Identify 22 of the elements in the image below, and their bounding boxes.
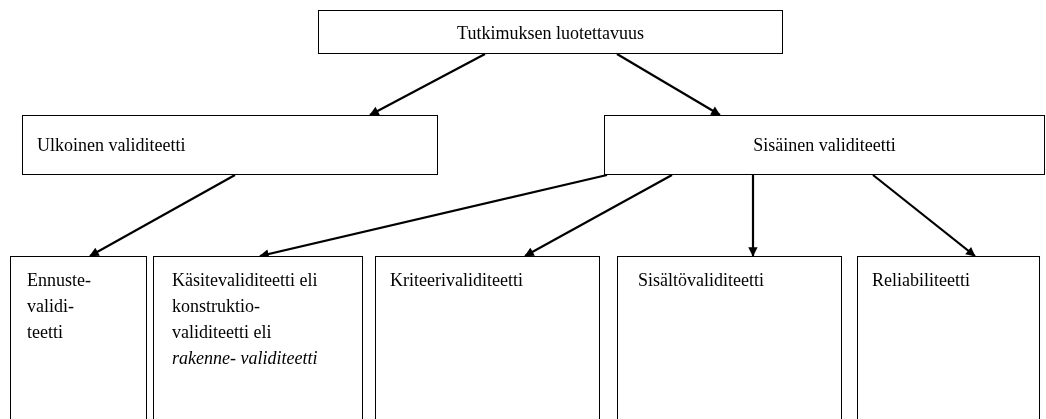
box-label: Tutkimuksen luotettavuus <box>456 22 645 45</box>
box-label: Ulkoinen validiteetti <box>37 134 187 157</box>
concept-box <box>22 115 438 175</box>
concept-box <box>857 256 1040 419</box>
arrow <box>616 53 721 116</box>
concept-box <box>10 256 147 419</box>
concept-box <box>318 10 783 54</box>
box-label: Ennuste- validi- teetti <box>27 269 92 345</box>
box-label: Kriteerivaliditeetti <box>390 269 524 292</box>
arrow <box>872 174 976 257</box>
box-label: Reliabiliteetti <box>872 269 971 292</box>
concept-box <box>604 115 1045 175</box>
arrow <box>748 175 758 257</box>
arrow <box>524 174 673 257</box>
box-label: Käsitevaliditeetti eli konstruktio- validiteetti eli rakenne- validiteetti <box>172 269 319 371</box>
box-label: Sisäinen validiteetti <box>752 134 897 157</box>
concept-box <box>375 256 600 419</box>
concept-box <box>617 256 842 419</box>
box-label: Sisältövaliditeetti <box>638 269 765 292</box>
arrow <box>369 53 486 116</box>
arrow <box>89 174 236 257</box>
concept-box <box>153 256 363 419</box>
